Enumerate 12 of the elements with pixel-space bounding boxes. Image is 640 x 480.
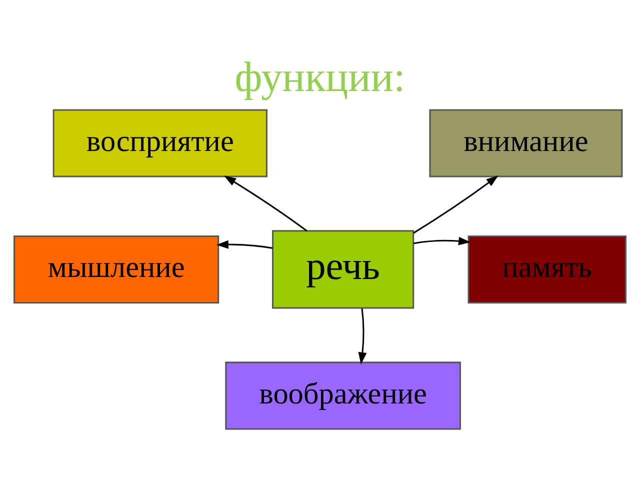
- arrow: [413, 236, 471, 246]
- node-box: память: [468, 235, 626, 304]
- node-box: речь: [272, 230, 414, 309]
- arrow: [216, 240, 273, 249]
- node-box: воображение: [225, 362, 461, 430]
- node-box: мышление: [14, 235, 220, 304]
- arrow: [358, 308, 367, 364]
- arrow: [413, 175, 498, 234]
- arrow: [224, 176, 308, 232]
- diagram-title: функции:: [234, 54, 406, 101]
- node-box: внимание: [429, 109, 623, 178]
- node-box: восприятие: [52, 109, 268, 178]
